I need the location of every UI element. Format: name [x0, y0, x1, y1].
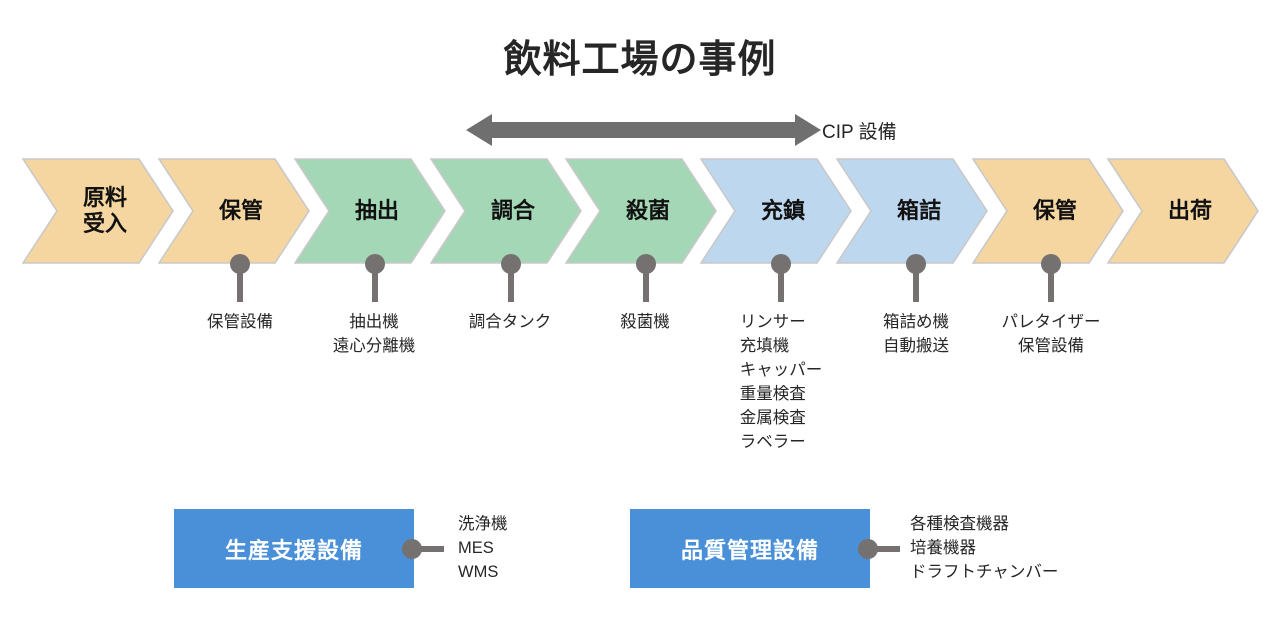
- pin-storage-1: [230, 254, 250, 302]
- pin-head-icon: [771, 254, 791, 274]
- pin-head-icon: [230, 254, 250, 274]
- annotation-boxing-equipment: 箱詰め機 自動搬送: [883, 311, 949, 359]
- annotation-item: 保管設備: [1018, 336, 1084, 355]
- process-step-boxing[interactable]: 箱詰: [836, 158, 988, 264]
- process-step-raw-material-receiving[interactable]: 原料 受入: [22, 158, 174, 264]
- pin-head-icon: [906, 254, 926, 274]
- process-chevron-row: 原料 受入 保管 抽出 調合: [0, 158, 1280, 268]
- connector-bar: [872, 546, 900, 552]
- pin-head-icon: [1041, 254, 1061, 274]
- annotation-production-support-items: 洗浄機 MES WMS: [458, 513, 508, 585]
- annotation-item: 箱詰め機: [883, 313, 949, 331]
- annotation-storage-2-equipment: パレタイザー 保管設備: [1002, 311, 1101, 359]
- annotation-item: ラベラー: [739, 432, 806, 451]
- pin-filling: [771, 254, 791, 302]
- pin-stem: [237, 268, 243, 302]
- pin-stem: [1048, 268, 1054, 302]
- page-title: 飲料工場の事例: [503, 39, 777, 81]
- annotation-quality-control-items: 各種検査機器 培養機器 ドラフトチャンバー: [910, 513, 1058, 585]
- annotation-item: 金属検査: [739, 408, 806, 427]
- annotation-item: リンサー: [739, 313, 806, 331]
- pin-blending: [501, 254, 521, 302]
- annotation-item: 培養機器: [910, 538, 976, 557]
- connector-production-support: [402, 539, 448, 559]
- cip-label: CIP 設備: [822, 122, 897, 143]
- annotation-item: 殺菌機: [620, 313, 670, 331]
- connector-quality-control: [858, 539, 904, 559]
- pin-head-icon: [501, 254, 521, 274]
- support-box-production-support[interactable]: 生産支援設備: [174, 509, 414, 588]
- process-step-sterilization[interactable]: 殺菌: [565, 158, 717, 264]
- annotation-item: 重量検査: [739, 384, 806, 403]
- annotation-item: 保管設備: [207, 313, 273, 331]
- annotation-item: 遠心分離機: [332, 336, 416, 355]
- pin-head-icon: [636, 254, 656, 274]
- annotation-item: WMS: [458, 562, 499, 581]
- annotation-extraction-equipment: 抽出機 遠心分離機: [333, 311, 416, 359]
- annotation-item: キャッパー: [739, 360, 823, 379]
- process-step-storage-2[interactable]: 保管: [972, 158, 1124, 264]
- cip-range-arrow-icon: [466, 112, 821, 148]
- annotation-filling-equipment: リンサー 充填機 キャッパー 重量検査 金属検査 ラベラー: [740, 311, 823, 455]
- process-step-blending[interactable]: 調合: [430, 158, 582, 264]
- annotation-item: 自動搬送: [883, 336, 949, 355]
- annotation-blending-equipment: 調合タンク: [469, 311, 552, 335]
- connector-dot-icon: [858, 539, 878, 559]
- annotation-item: パレタイザー: [1001, 313, 1101, 331]
- annotation-item: 洗浄機: [458, 515, 508, 533]
- pin-stem: [372, 268, 378, 302]
- support-box-label: 生産支援設備: [224, 537, 363, 563]
- pin-stem: [508, 268, 514, 302]
- pin-stem: [913, 268, 919, 302]
- process-step-shipping[interactable]: 出荷: [1107, 158, 1259, 264]
- connector-bar: [416, 546, 444, 552]
- process-step-extraction[interactable]: 抽出: [294, 158, 446, 264]
- pin-stem: [778, 268, 784, 302]
- annotation-storage-1-equipment: 保管設備: [207, 311, 273, 335]
- process-step-storage-1[interactable]: 保管: [158, 158, 310, 264]
- annotation-sterilization-equipment: 殺菌機: [620, 311, 670, 335]
- annotation-item: 充填機: [739, 336, 790, 355]
- support-box-label: 品質管理設備: [680, 537, 819, 563]
- support-box-quality-control[interactable]: 品質管理設備: [630, 509, 870, 588]
- pin-extraction: [365, 254, 385, 302]
- pin-boxing: [906, 254, 926, 302]
- pin-sterilization: [636, 254, 656, 302]
- annotation-item: ドラフトチャンバー: [910, 562, 1059, 581]
- process-step-filling[interactable]: 充鎮: [700, 158, 852, 264]
- pin-stem: [643, 268, 649, 302]
- annotation-item: 調合タンク: [468, 313, 552, 331]
- annotation-item: MES: [458, 538, 494, 557]
- pin-head-icon: [365, 254, 385, 274]
- annotation-item: 抽出機: [349, 313, 399, 331]
- connector-dot-icon: [402, 539, 422, 559]
- annotation-item: 各種検査機器: [910, 515, 1009, 533]
- pin-storage-2: [1041, 254, 1061, 302]
